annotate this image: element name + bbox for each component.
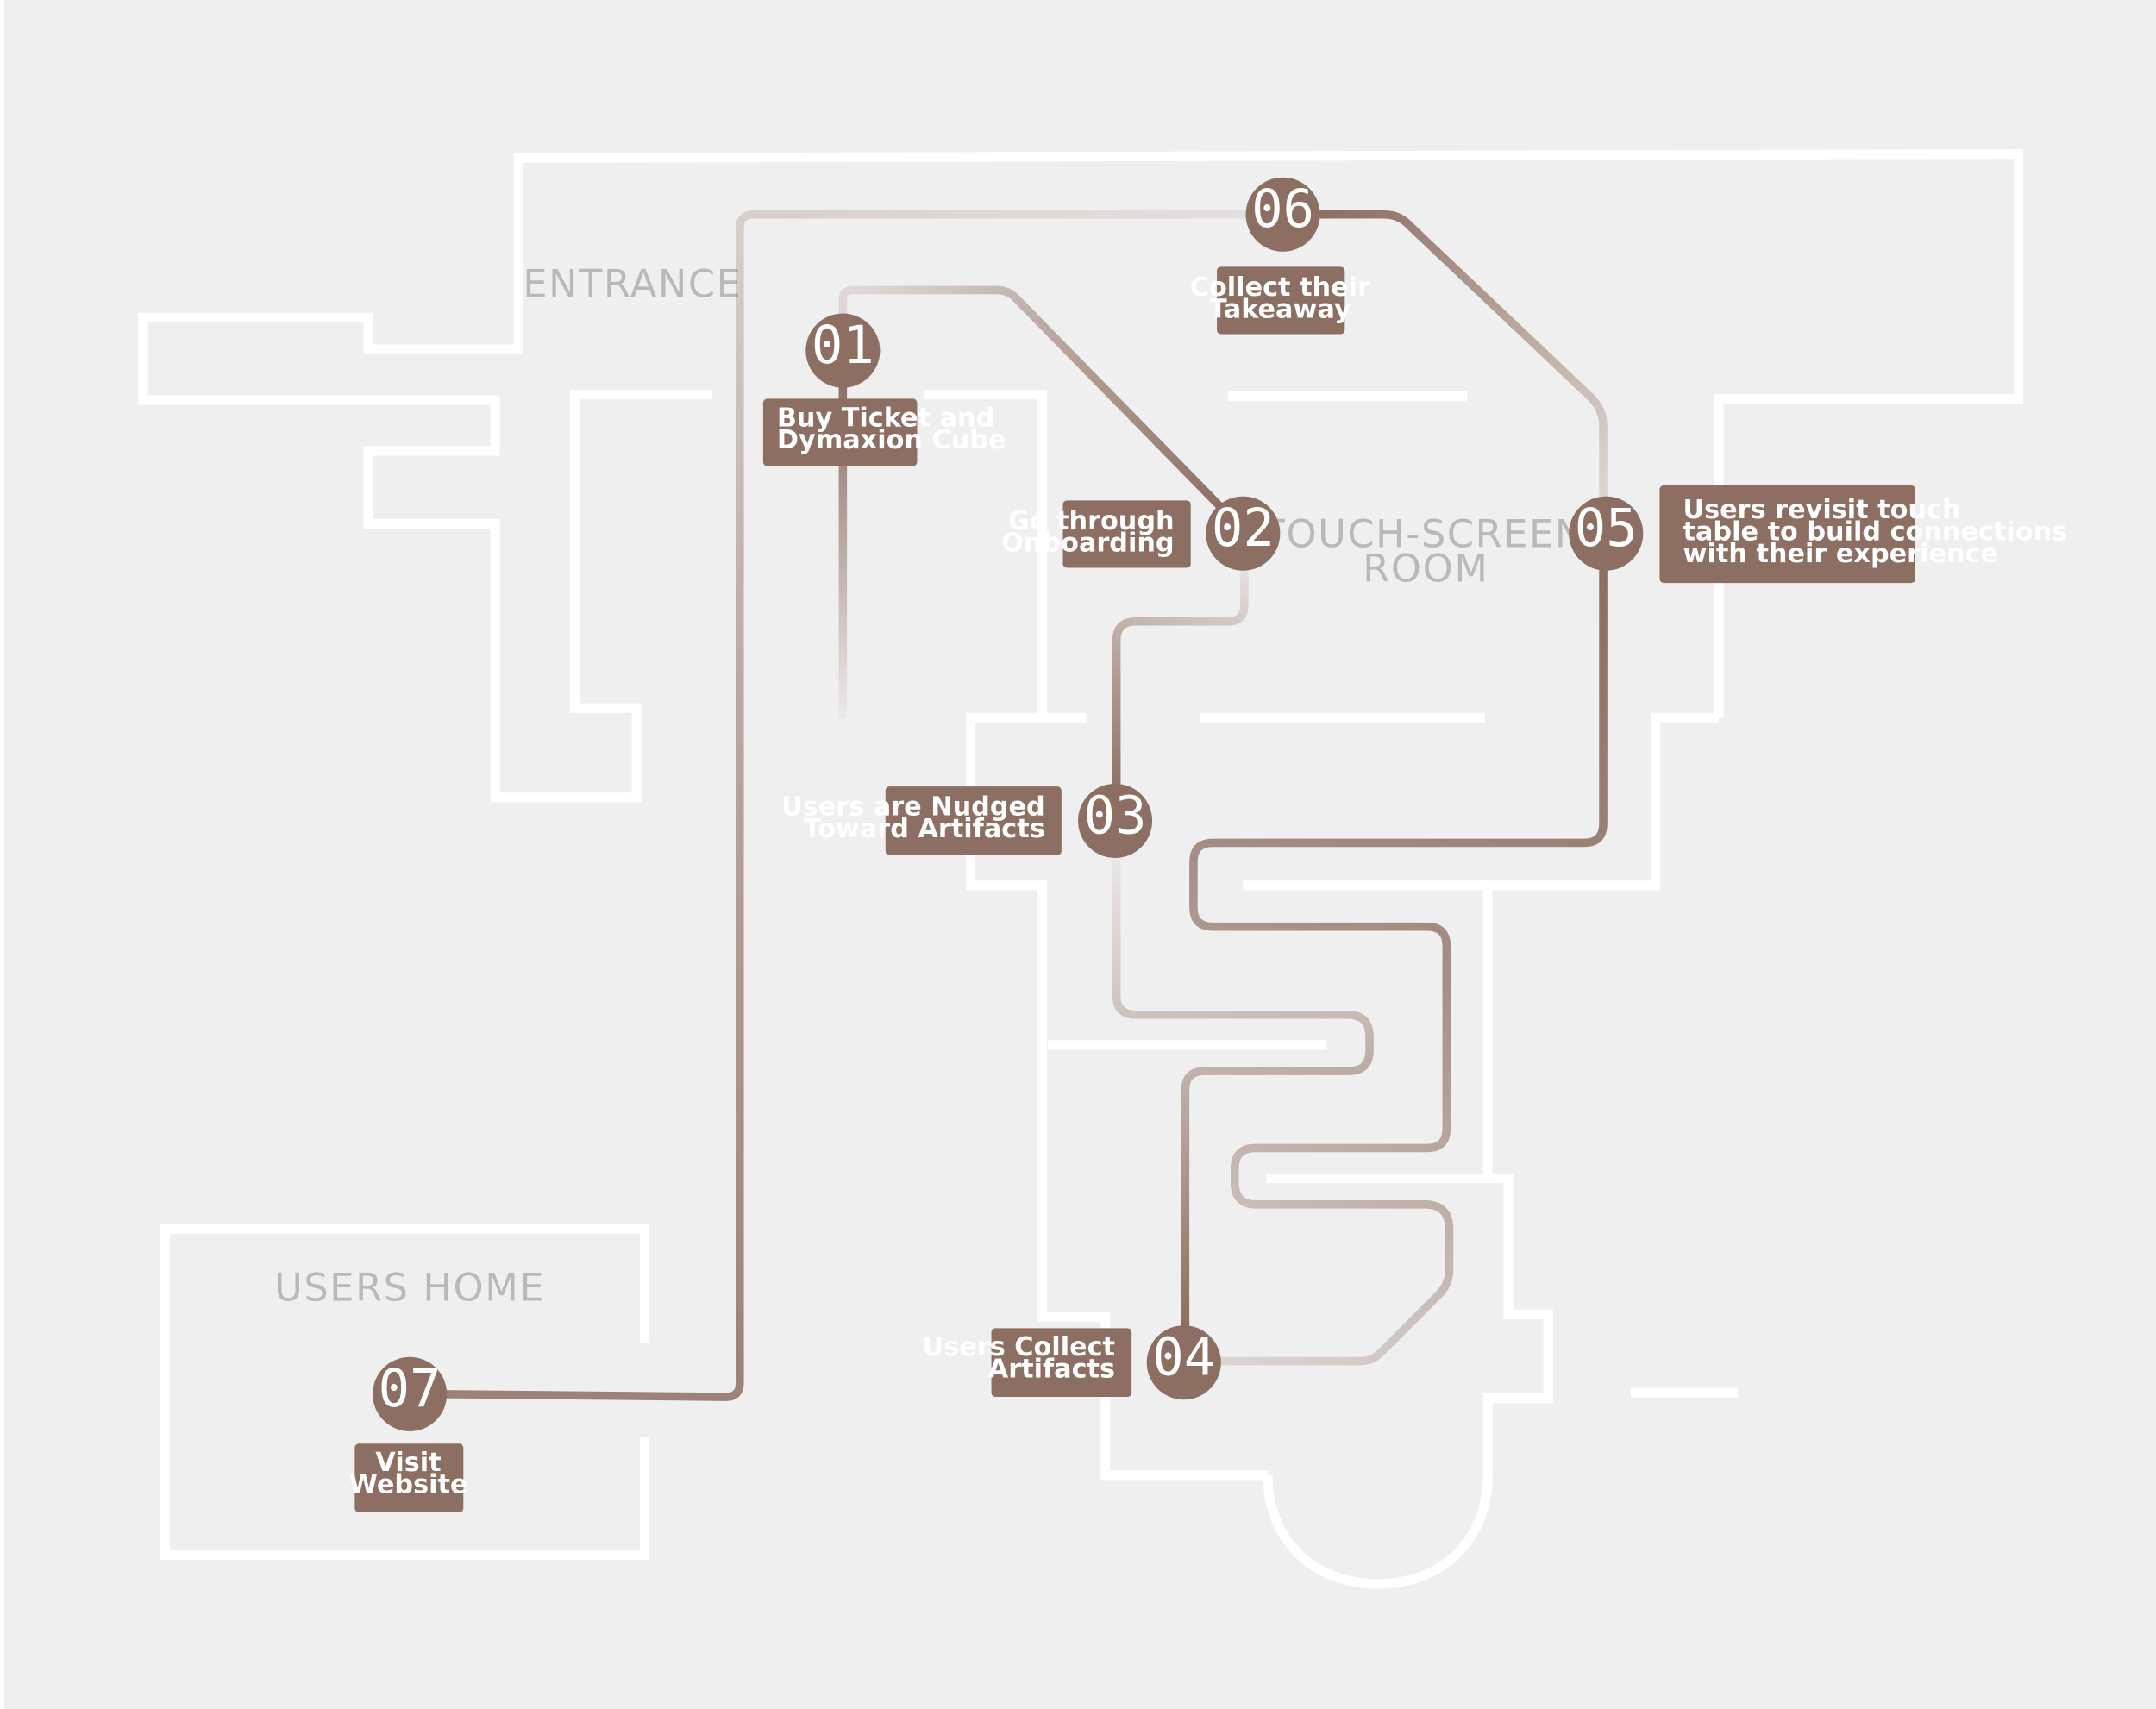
step-circle-03	[1078, 783, 1153, 858]
route-03-to-04	[1112, 854, 1374, 1331]
step-number-01: 01	[812, 316, 874, 376]
route-05-to-06	[1315, 210, 1608, 503]
step-marker-04: 04 Users Collect Artifacts	[923, 1325, 1221, 1400]
step-label-box-06	[1217, 266, 1345, 335]
step-marker-06: 06 Collect their Takeaway	[1190, 177, 1370, 335]
step-label-03-line2: Toward Artifacts	[803, 814, 1044, 844]
step-number-06: 06	[1251, 179, 1314, 240]
step-label-07-line2: Website	[349, 1470, 468, 1500]
step-label-box-04	[991, 1328, 1132, 1398]
map-background	[3, 0, 2156, 1709]
step-marker-05: 05 Users revisit touch table to build co…	[1569, 485, 2068, 584]
step-label-04-line2: Artifacts	[988, 1355, 1115, 1385]
floor-plan-walls	[138, 148, 2024, 1589]
step-circle-02	[1206, 496, 1281, 571]
step-label-06-line1: Collect their	[1190, 272, 1370, 303]
step-marker-01: 01 Buy Ticket and Dymaxion Cube	[762, 313, 1006, 466]
room-label-touch-screen-room: ROOM	[1363, 546, 1489, 591]
step-circle-06	[1245, 177, 1320, 252]
route-01-to-02	[838, 285, 1225, 510]
step-circle-04	[1146, 1325, 1221, 1400]
route-02-to-03	[1112, 566, 1249, 788]
step-circle-05	[1569, 496, 1644, 571]
step-label-box-03	[885, 786, 1062, 855]
room-label-touch-screen: TOUCH-SCREEN	[1261, 512, 1585, 557]
step-label-box-01	[762, 398, 918, 466]
wall-users-home	[160, 1224, 650, 1560]
step-label-02-line1: Go through	[1008, 506, 1175, 536]
wall-arch	[1263, 1173, 1553, 1589]
step-label-05-line1: Users revisit touch	[1683, 495, 1961, 525]
wall-entrance-outer	[138, 148, 2024, 803]
wall-inner-left	[966, 712, 1269, 1481]
step-number-03: 03	[1084, 786, 1147, 846]
step-label-02-line2: Onboarding	[1001, 528, 1174, 558]
step-number-02: 02	[1212, 498, 1275, 559]
step-marker-07: 07 Visit Website	[349, 1356, 468, 1512]
step-label-04-line1: Users Collect	[923, 1332, 1115, 1362]
step-number-04: 04	[1152, 1328, 1215, 1388]
step-label-07-line1: Visit	[375, 1448, 441, 1478]
step-marker-03: 03 Users are Nudged Toward Artifacts	[781, 783, 1153, 858]
step-number-05: 05	[1575, 498, 1638, 559]
room-label-entrance: ENTRANCE	[523, 261, 742, 306]
step-number-07: 07	[379, 1359, 442, 1419]
journey-route	[442, 210, 1608, 1401]
step-label-01-line1: Buy Ticket and	[777, 403, 994, 433]
step-circle-07	[373, 1356, 448, 1431]
room-label-users-home: USERS HOME	[274, 1265, 545, 1310]
step-label-05-line3: with their experience	[1683, 539, 1999, 569]
step-circle-01	[805, 313, 881, 388]
wall-room-01	[924, 390, 1048, 718]
step-label-06-line2: Takeaway	[1209, 294, 1351, 324]
step-label-05-line2: table to build connections	[1683, 517, 2068, 548]
step-label-box-02	[1062, 500, 1191, 568]
step-marker-02: 02 Go through Onboarding	[1001, 496, 1281, 571]
wall-corridor-right	[1482, 712, 1719, 1179]
step-label-01-line2: Dymaxion Cube	[777, 425, 1006, 455]
step-label-03-line1: Users are Nudged	[781, 792, 1045, 823]
step-label-box-05	[1659, 485, 1915, 584]
route-06-to-07	[442, 210, 1249, 1401]
step-label-box-07	[354, 1443, 464, 1512]
route-04-to-05	[1189, 566, 1608, 1366]
